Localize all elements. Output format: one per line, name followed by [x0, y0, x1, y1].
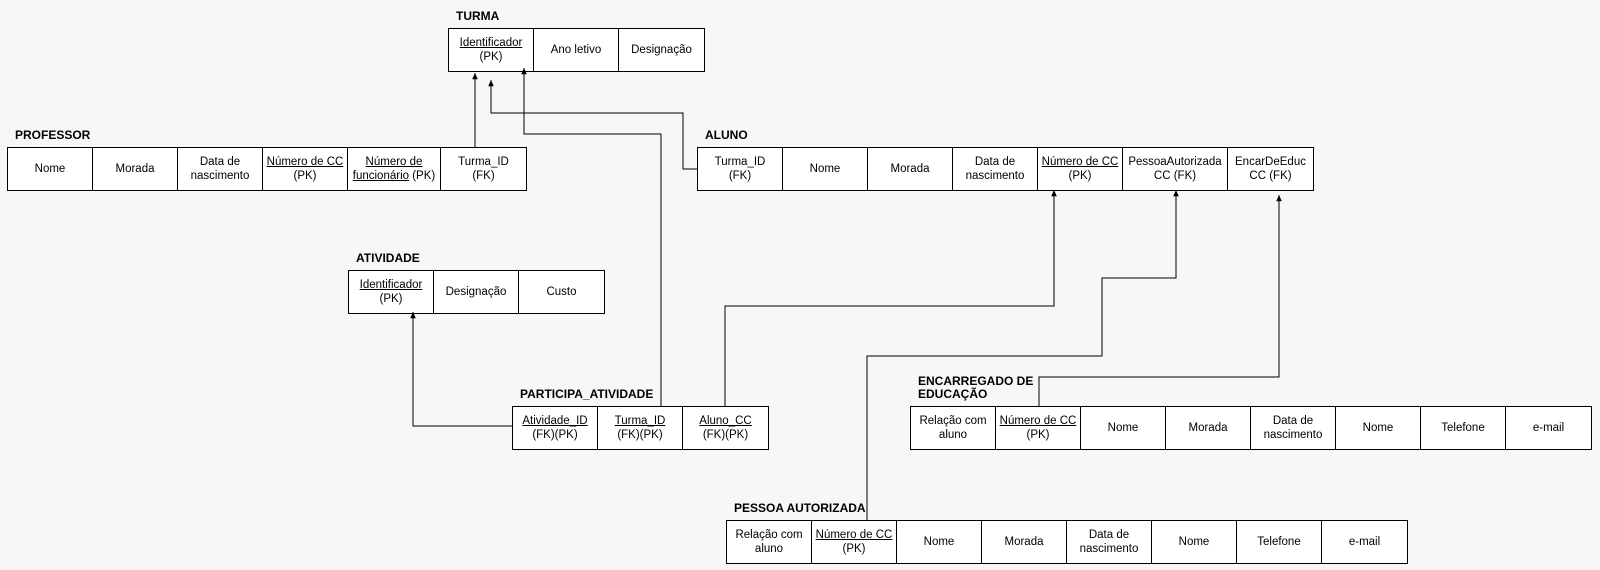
field-cell[interactable]: Atividade_ID(FK)(PK)	[513, 407, 598, 449]
field-cell[interactable]: Turma_ID(FK)	[458, 156, 509, 182]
field-cell[interactable]: Nome	[1336, 407, 1421, 449]
entity-atividade[interactable]: ATIVIDADE Identificador(PK) Designação C…	[348, 252, 605, 314]
field-cell[interactable]: Número de CC(PK)	[812, 521, 897, 563]
link-encarregado-aluno	[1038, 195, 1282, 406]
link-participa-turma	[521, 68, 662, 406]
field-cell[interactable]: Nome	[1081, 407, 1166, 449]
field-cell[interactable]: Nome	[1152, 521, 1237, 563]
field-cell[interactable]: Nome	[897, 521, 982, 563]
field-cell[interactable]: Designação	[631, 44, 692, 56]
entity-participa-atividade[interactable]: PARTICIPA_ATIVIDADE Atividade_ID(FK)(PK)…	[512, 388, 769, 450]
field-cell[interactable]: e-mail	[1348, 536, 1381, 548]
field-cell[interactable]: Turma_ID(FK)	[698, 148, 783, 190]
link-pessoa-aluno	[866, 190, 1179, 520]
link-participa-atividade	[410, 312, 512, 427]
entity-title: ATIVIDADE	[356, 251, 420, 265]
field-cell[interactable]: Número de CC(PK)	[263, 148, 348, 190]
entity-title: PROFESSOR	[15, 128, 91, 142]
field-cell[interactable]: Ano letivo	[534, 29, 619, 71]
field-cell[interactable]: Aluno_CC(FK)(PK)	[699, 415, 752, 441]
entity-fields: Atividade_ID(FK)(PK) Turma_ID(FK)(PK) Al…	[512, 406, 769, 450]
field-cell[interactable]: Nome	[8, 148, 93, 190]
entity-title: TURMA	[456, 9, 500, 23]
field-cell[interactable]: Identificador(PK)	[449, 29, 534, 71]
entity-fields: Identificador(PK) Designação Custo	[348, 270, 605, 314]
field-cell[interactable]: Telefone	[1421, 407, 1506, 449]
field-cell[interactable]: Telefone	[1237, 521, 1322, 563]
field-cell[interactable]: Nome	[783, 148, 868, 190]
field-cell[interactable]: Custo	[546, 286, 577, 298]
field-cell[interactable]: e-mail	[1532, 422, 1565, 434]
field-cell[interactable]: Morada	[982, 521, 1067, 563]
entity-title: ENCARREGADO DE EDUCAÇÃO	[918, 374, 1034, 401]
field-cell[interactable]: Morada	[1166, 407, 1251, 449]
entity-title: ALUNO	[705, 128, 748, 142]
entity-title: PARTICIPA_ATIVIDADE	[520, 387, 654, 401]
field-cell[interactable]: Número de CC(PK)	[996, 407, 1081, 449]
entity-fields: Identificador(PK) Ano letivo Designação	[448, 28, 705, 72]
field-cell[interactable]: Morada	[93, 148, 178, 190]
field-cell[interactable]: Número de CC(PK)	[1038, 148, 1123, 190]
field-cell[interactable]: Morada	[868, 148, 953, 190]
field-cell[interactable]: Designação	[434, 271, 519, 313]
entity-title: PESSOA AUTORIZADA	[734, 501, 866, 515]
field-cell[interactable]: Identificador(PK)	[349, 271, 434, 313]
entity-turma[interactable]: TURMA Identificador(PK) Ano letivo Desig…	[448, 10, 705, 72]
field-cell[interactable]: Turma_ID(FK)(PK)	[598, 407, 683, 449]
